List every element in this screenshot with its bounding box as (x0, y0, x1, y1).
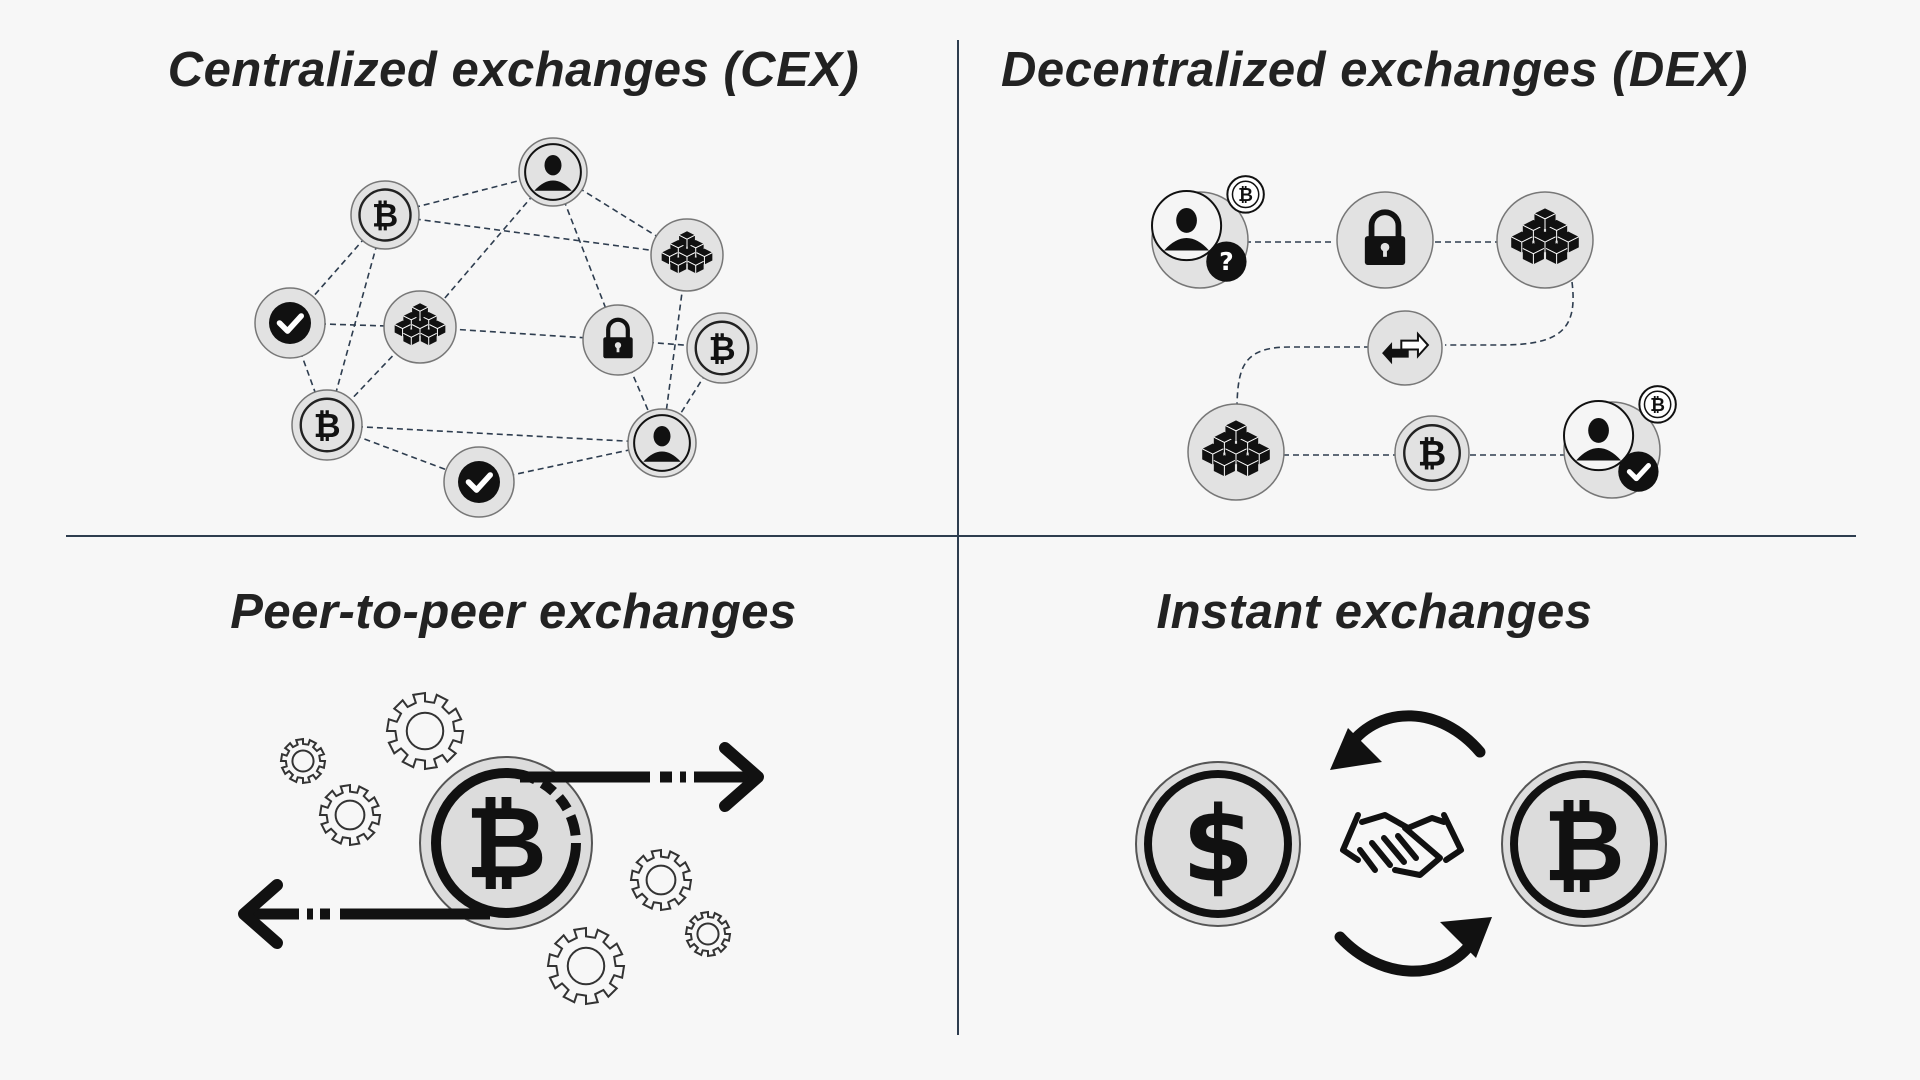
horizontal-divider (66, 535, 1856, 537)
handshake-icon (1340, 812, 1464, 878)
user-icon (518, 137, 588, 207)
check-icon (1618, 451, 1659, 492)
blocks-icon (1496, 191, 1594, 289)
user-icon (1151, 190, 1223, 262)
instant-title: Instant exchanges (1156, 585, 1593, 639)
p2p-quadrant: Peer-to-peer exchanges ₿ (0, 537, 957, 1080)
lock-icon (1336, 191, 1434, 289)
p2p-illustration: ₿ (238, 691, 764, 1006)
check-icon (443, 446, 515, 518)
dex-quadrant: Decentralized exchanges (DEX) ?₿₿₿ (959, 0, 1920, 535)
cycle-arrow-icon (1330, 710, 1486, 770)
instant-illustration: $ ₿ (1135, 710, 1667, 977)
cex-quadrant: Centralized exchanges (CEX) ₿ ₿ ₿ (0, 0, 957, 535)
gear-icon (318, 783, 382, 847)
cex-title: Centralized exchanges (CEX) (167, 43, 860, 97)
bitcoin-icon: ₿ (1394, 415, 1470, 491)
arrow-left-icon (238, 879, 490, 949)
gears-group (279, 691, 732, 1006)
instant-quadrant: Instant exchanges $ ₿ (959, 537, 1920, 1080)
dex-nodes: ?₿₿₿ (1151, 175, 1677, 501)
swap-arrows-icon (1367, 310, 1443, 386)
dollar-symbol: $ (1182, 784, 1254, 906)
dex-flow-diagram: ?₿₿₿ (1151, 175, 1677, 501)
gear-icon (546, 926, 626, 1006)
bitcoin-symbol: ₿ (708, 329, 735, 368)
lock-icon (582, 304, 654, 376)
gear-icon (385, 691, 465, 771)
cycle-arrow-icon (1334, 917, 1492, 977)
bitcoin-symbol: ₿ (313, 406, 340, 445)
bitcoin-icon: ₿ (1226, 175, 1265, 214)
bitcoin-icon: ₿ (419, 756, 593, 930)
bitcoin-symbol: ₿ (372, 197, 398, 235)
cex-network-diagram: ₿ ₿ ₿ (254, 137, 758, 518)
gear-icon (279, 737, 327, 785)
user-node: ₿ (1563, 385, 1677, 499)
question-icon: ? (1206, 241, 1247, 282)
bitcoin-symbol: ₿ (1418, 434, 1447, 475)
blocks-icon (1187, 403, 1285, 501)
question-symbol: ? (1219, 247, 1234, 276)
bitcoin-icon: ₿ (686, 312, 758, 384)
p2p-title: Peer-to-peer exchanges (230, 585, 797, 639)
bitcoin-icon: ₿ (1501, 761, 1667, 927)
arrow-right-icon (520, 742, 764, 812)
blocks-icon (650, 218, 724, 292)
blocks-icon (383, 290, 457, 364)
bitcoin-icon: ₿ (350, 180, 420, 250)
bitcoin-symbol: ₿ (465, 784, 547, 901)
user-icon (1563, 400, 1635, 472)
gear-icon (684, 910, 732, 958)
bitcoin-symbol: ₿ (1650, 395, 1665, 416)
bitcoin-icon: ₿ (1638, 385, 1677, 424)
check-icon (254, 287, 326, 359)
bitcoin-symbol: ₿ (1543, 787, 1625, 904)
user-icon (627, 408, 697, 478)
bitcoin-icon: ₿ (291, 389, 363, 461)
dex-title: Decentralized exchanges (DEX) (1000, 43, 1749, 97)
gear-icon (629, 848, 693, 912)
vertical-divider (957, 40, 959, 1035)
cex-nodes: ₿ ₿ ₿ (254, 137, 758, 518)
bitcoin-symbol: ₿ (1238, 185, 1253, 206)
user-node: ?₿ (1151, 175, 1265, 289)
dollar-icon: $ (1135, 761, 1301, 927)
dex-edges (1236, 241, 1574, 456)
